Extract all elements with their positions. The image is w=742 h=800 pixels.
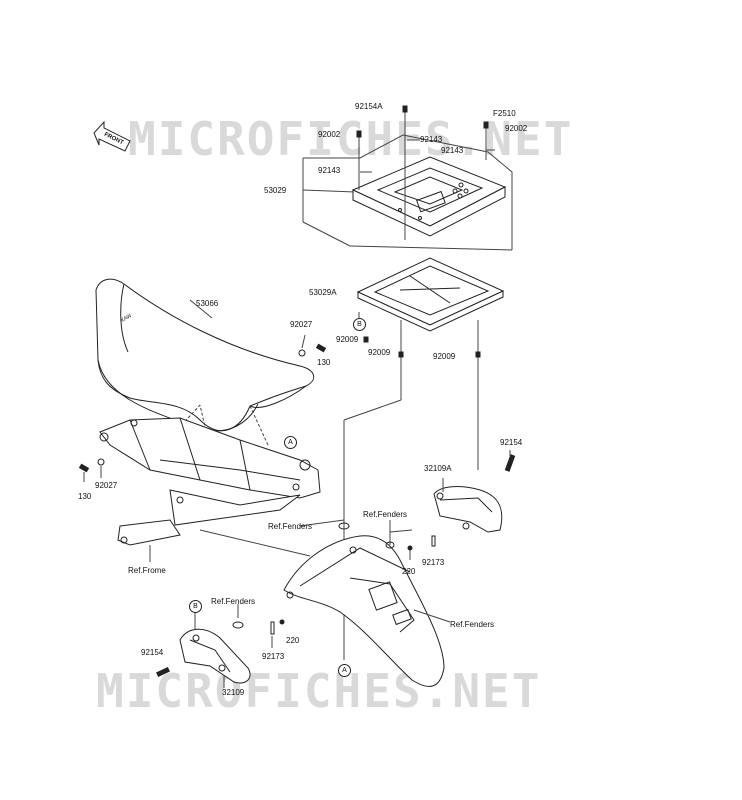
rack-plate-53029A <box>356 257 505 332</box>
part-92027-top: 92027 <box>290 320 313 329</box>
part-92009-right: 92009 <box>433 352 456 361</box>
part-92173-left: 92173 <box>262 652 285 661</box>
front-arrow-icon <box>93 120 131 152</box>
part-32109A: 32109A <box>424 464 452 473</box>
part-92154-right: 92154 <box>500 438 523 447</box>
ref-frame: Ref.Frome <box>128 566 166 575</box>
part-53029: 53029 <box>264 186 287 195</box>
part-92009-center: 92009 <box>368 348 391 357</box>
part-92143-left: 92143 <box>318 166 341 175</box>
sub-frame <box>99 417 321 546</box>
part-220-left: 220 <box>286 636 300 645</box>
part-130-top: 130 <box>317 358 331 367</box>
part-220-right: 220 <box>402 567 416 576</box>
ref-fenders-center: Ref.Fenders <box>268 522 313 531</box>
marker-b-bracket: B <box>189 600 202 613</box>
watermark-bottom: MICROFICHES.NET <box>96 664 542 718</box>
ref-fenders-right: Ref.Fenders <box>363 510 408 519</box>
part-130-left: 130 <box>78 492 92 501</box>
part-92027-left: 92027 <box>95 481 118 490</box>
part-92173-right: 92173 <box>422 558 445 567</box>
marker-a-fender: A <box>338 664 351 677</box>
bracket-32109 <box>179 628 251 684</box>
bracket-32109A <box>433 486 503 533</box>
marker-b-top: B <box>353 318 366 331</box>
rear-fender <box>283 535 445 687</box>
ref-fenders-rear: Ref.Fenders <box>450 620 495 629</box>
rack-plate-53029 <box>351 156 507 237</box>
ref-fenders-left: Ref.Fenders <box>211 597 256 606</box>
watermark-top: MICROFICHES.NET <box>128 112 574 166</box>
seat-53066: KAW <box>95 278 315 432</box>
part-92002-right: 92002 <box>505 124 528 133</box>
part-32109: 32109 <box>222 688 245 697</box>
part-92009-left: 92009 <box>336 335 359 344</box>
part-92002-left: 92002 <box>318 130 341 139</box>
part-92154-left: 92154 <box>141 648 164 657</box>
part-F2510: F2510 <box>493 109 516 118</box>
part-92154A: 92154A <box>355 102 383 111</box>
part-53029A: 53029A <box>309 288 337 297</box>
part-92143-center: 92143 <box>420 135 443 144</box>
part-53066: 53066 <box>196 299 219 308</box>
marker-a-frame: A <box>284 436 297 449</box>
svg-text:KAW: KAW <box>120 313 133 324</box>
part-92143-right: 92143 <box>441 146 464 155</box>
